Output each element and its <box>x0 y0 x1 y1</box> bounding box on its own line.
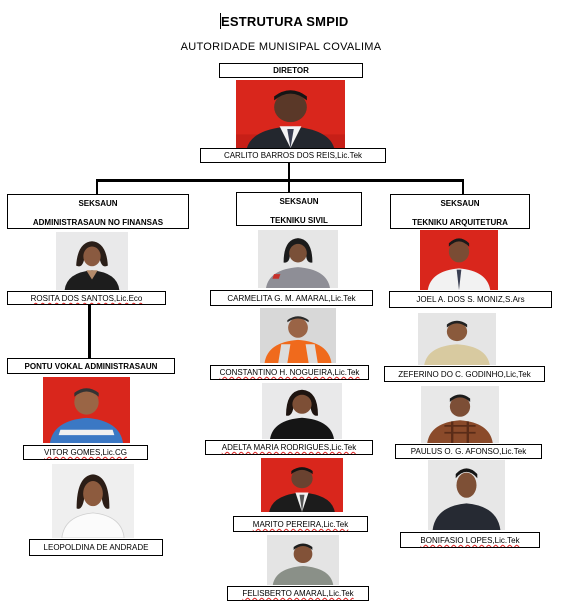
name-box-constantino: CONSTANTINO H. NOGUEIRA,Lic.Tek <box>210 365 369 380</box>
connector-horizontal-bar <box>96 179 464 182</box>
name-marito: MARITO PEREIRA,Lic.Tek <box>252 520 349 529</box>
photo-marito <box>261 458 343 512</box>
name-box-rosita: ROSITA DOS SANTOS,Lic.Eco <box>7 291 166 305</box>
name-box-carmelita: CARMELITA G. M. AMARAL,Lic.Tek <box>210 290 373 306</box>
photo-joel <box>420 230 498 290</box>
section-civil-label: SEKSAUN <box>279 197 319 206</box>
section-civil-box: SEKSAUN TEKNIKU SIVIL <box>236 192 362 226</box>
name-carmelita: CARMELITA G. M. AMARAL,Lic.Tek <box>227 294 356 303</box>
section-arch-label: SEKSAUN <box>440 199 480 208</box>
section-civil-name: TEKNIKU SIVIL <box>270 216 328 225</box>
name-felisberto: FELISBERTO AMARAL,Lic.Tek <box>242 589 354 598</box>
section-admin-label: SEKSAUN <box>78 199 118 208</box>
connector-arch-drop <box>462 179 464 195</box>
director-name: CARLITO BARROS DOS REIS,Lic.Tek <box>223 151 363 160</box>
name-paulus: PAULUS O. G. AFONSO,Lic.Tek <box>410 447 527 456</box>
section-admin-box: SEKSAUN ADMINISTRASAUN NO FINANSAS <box>7 194 189 229</box>
name-box-marito: MARITO PEREIRA,Lic.Tek <box>233 516 368 532</box>
name-box-paulus: PAULUS O. G. AFONSO,Lic.Tek <box>395 444 542 459</box>
name-box-vitor: VITOR GOMES,Lic.CG <box>23 445 148 460</box>
chart-title: ESTRUTURA SMPID <box>221 14 349 29</box>
name-box-bonifasio: BONIFASIO LOPES,Lic.Tek <box>400 532 540 548</box>
name-box-adelta: ADELTA MARIA RODRIGUES,Lic.Tek <box>205 440 373 455</box>
name-rosita: ROSITA DOS SANTOS,Lic.Eco <box>30 294 143 303</box>
name-box-zeferino: ZEFERINO DO C. GODINHO,Lic,Tek <box>384 366 545 382</box>
name-constantino: CONSTANTINO H. NOGUEIRA,Lic.Tek <box>219 368 360 377</box>
focal-point-box: PONTU VOKAL ADMINISTRASAUN <box>7 358 175 374</box>
director-name-box: CARLITO BARROS DOS REIS,Lic.Tek <box>200 148 386 163</box>
photo-constantino <box>260 308 336 363</box>
section-admin-name: ADMINISTRASAUN NO FINANSAS <box>32 218 164 227</box>
name-leopoldina: LEOPOLDINA DE ANDRADE <box>43 543 149 552</box>
photo-bonifasio <box>428 460 505 530</box>
name-zeferino: ZEFERINO DO C. GODINHO,Lic,Tek <box>398 370 531 379</box>
connector-rosita-to-focal <box>88 305 91 358</box>
connector-civil-drop <box>288 179 290 195</box>
connector-director-trunk <box>288 163 290 181</box>
photo-vitor <box>43 377 130 443</box>
name-vitor: VITOR GOMES,Lic.CG <box>44 448 127 457</box>
name-adelta: ADELTA MARIA RODRIGUES,Lic.Tek <box>221 443 357 452</box>
photo-leopoldina <box>52 464 134 538</box>
name-box-felisberto: FELISBERTO AMARAL,Lic.Tek <box>227 586 369 601</box>
chart-subtitle: AUTORIDADE MUNISIPAL COVALIMA <box>180 41 382 53</box>
photo-zeferino <box>418 313 496 365</box>
name-bonifasio: BONIFASIO LOPES,Lic.Tek <box>420 536 520 545</box>
text-cursor <box>220 13 221 29</box>
focal-point-label: PONTU VOKAL ADMINISTRASAUN <box>24 362 158 371</box>
director-role: DIRETOR <box>273 66 309 75</box>
photo-carmelita <box>258 230 338 288</box>
name-joel: JOEL A. DOS S. MONIZ,S.Ars <box>416 295 525 304</box>
director-box: DIRETOR <box>219 63 363 78</box>
name-box-joel: JOEL A. DOS S. MONIZ,S.Ars <box>389 291 552 308</box>
section-arch-box: SEKSAUN TEKNIKU ARQUITETURA <box>390 194 530 229</box>
name-box-leopoldina: LEOPOLDINA DE ANDRADE <box>29 539 163 556</box>
photo-rosita <box>56 232 128 290</box>
director-photo <box>236 80 345 148</box>
connector-admin-drop <box>96 179 98 195</box>
photo-paulus <box>421 386 499 443</box>
section-arch-name: TEKNIKU ARQUITETURA <box>412 218 508 227</box>
photo-felisberto <box>267 535 339 585</box>
photo-adelta <box>262 383 342 439</box>
